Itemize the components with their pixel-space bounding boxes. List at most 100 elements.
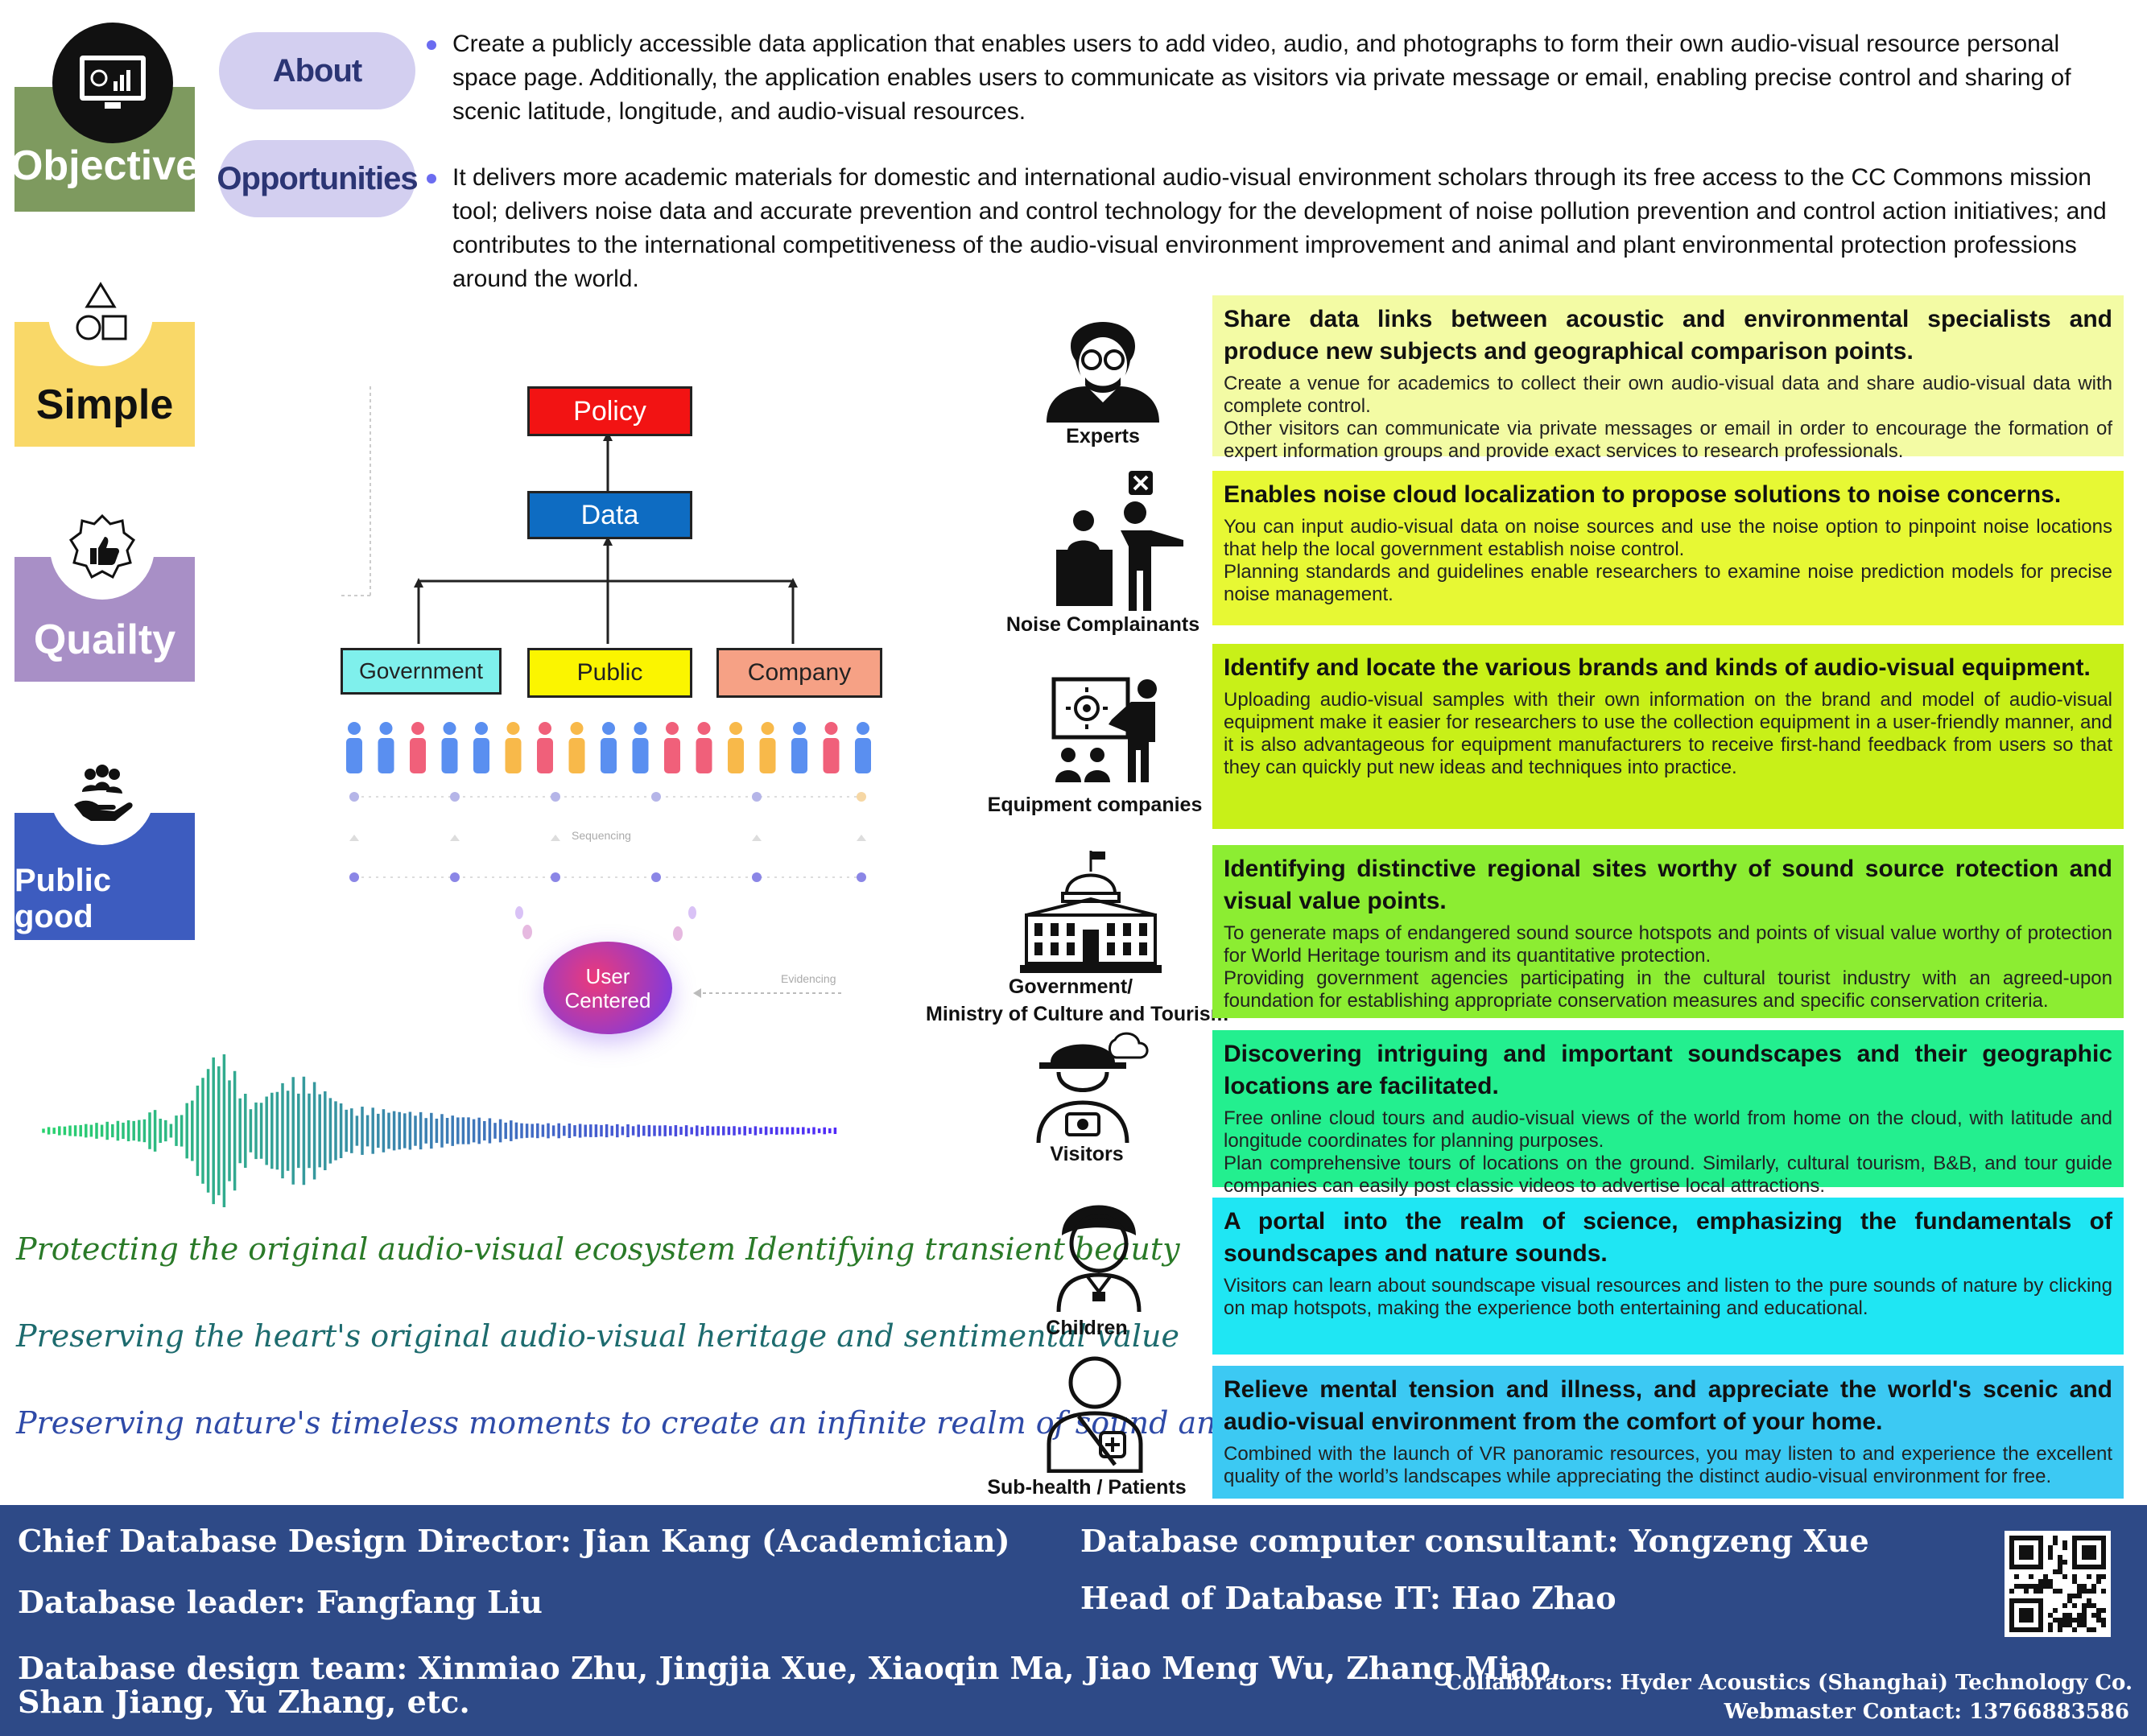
equipment-icon	[1051, 677, 1157, 782]
qr-module	[2101, 1623, 2106, 1627]
patient-label: Sub-health / Patients	[987, 1476, 1187, 1499]
qr-module	[2087, 1574, 2091, 1579]
person-icon	[378, 738, 394, 773]
equipment-label: Equipment companies	[987, 794, 1203, 816]
child-card: A portal into the realm of science, emph…	[1212, 1198, 2124, 1355]
objective-label: Objective	[10, 142, 200, 189]
qr-module	[2053, 1540, 2058, 1545]
qr-module	[2082, 1603, 2087, 1608]
qr-module	[2033, 1589, 2038, 1594]
card-body-line: To generate maps of endangered sound sou…	[1224, 922, 2112, 967]
qr-module	[2067, 1598, 2072, 1603]
qr-module	[2062, 1623, 2067, 1627]
person-icon	[824, 722, 838, 735]
person-icon	[728, 738, 744, 773]
qr-module	[2101, 1574, 2106, 1579]
person-icon	[539, 722, 551, 735]
qr-module	[2048, 1627, 2053, 1632]
card-body-line: Plan comprehensive tours of locations on…	[1224, 1153, 2112, 1197]
qr-module	[2014, 1574, 2019, 1579]
person-icon	[791, 738, 807, 773]
bullet-icon	[427, 40, 436, 50]
qr-module	[2077, 1613, 2082, 1618]
qr-module	[2019, 1545, 2033, 1560]
patient-icon	[1047, 1356, 1143, 1473]
webmaster-credit: Webmaster Contact: 13766883586	[1724, 1700, 2129, 1724]
leader-credit: Database leader: Fangfang Liu	[18, 1584, 543, 1620]
person-icon	[823, 738, 840, 773]
qr-module	[2053, 1589, 2058, 1594]
qr-module	[2077, 1584, 2082, 1589]
card-title: Discovering intriguing and important sou…	[1224, 1041, 2112, 1099]
person-icon	[601, 738, 617, 773]
community-hand-icon	[50, 740, 155, 845]
qr-module	[2062, 1574, 2067, 1579]
expert-label: Experts	[1066, 425, 1140, 447]
qr-module	[2082, 1584, 2087, 1589]
person-icon	[379, 722, 393, 735]
patient-card: Relieve mental tension and illness, and …	[1212, 1366, 2124, 1499]
card-body-line: You can input audio-visual data on noise…	[1224, 516, 2112, 560]
qr-module	[2096, 1608, 2101, 1613]
qr-module	[2053, 1608, 2058, 1613]
qr-module	[2062, 1540, 2067, 1545]
qr-module	[2058, 1565, 2062, 1569]
card-body-line: Planning standards and guidelines enable…	[1224, 561, 2112, 605]
expert-card: Share data links between acoustic and en…	[1212, 295, 2124, 462]
qr-module	[2067, 1623, 2072, 1627]
people-icons	[346, 722, 871, 773]
person-icon	[634, 722, 647, 735]
qr-module	[2058, 1560, 2062, 1565]
qr-module	[2058, 1627, 2062, 1632]
card-body: Uploading audio-visual samples with thei…	[1224, 689, 2112, 779]
qr-module	[2033, 1584, 2038, 1589]
person-icon	[793, 722, 806, 735]
qr-module	[2048, 1545, 2053, 1550]
qr-module	[2082, 1608, 2087, 1613]
card-title: Share data links between acoustic and en…	[1224, 306, 2112, 365]
card-body-line: Visitors can learn about soundscape visu…	[1224, 1275, 2112, 1319]
complainant-label: Noise Complainants	[1005, 613, 1200, 636]
soundwave-graphic	[42, 1054, 837, 1207]
government-card: Identifying distinctive regional sites w…	[1212, 845, 2124, 1018]
qr-module	[2101, 1608, 2106, 1613]
card-body: Combined with the launch of VR panoramic…	[1224, 1443, 2112, 1488]
card-body: Create a venue for academics to collect …	[1224, 373, 2112, 463]
government-label-1: Government/	[1008, 975, 1133, 998]
qr-module	[2082, 1589, 2087, 1594]
qr-module	[2072, 1618, 2077, 1623]
qr-module	[2072, 1603, 2077, 1608]
about-text: Create a publicly accessible data applic…	[452, 31, 2071, 125]
complainant-card: Enables noise cloud localization to prop…	[1212, 471, 2124, 625]
qr-module	[2062, 1603, 2067, 1608]
qr-module	[2082, 1623, 2087, 1627]
government-building-icon	[1020, 851, 1162, 973]
qr-module	[2087, 1603, 2091, 1608]
card-body-line: Providing government agencies participat…	[1224, 967, 2112, 1012]
person-icon	[443, 722, 456, 735]
qr-module	[2058, 1555, 2062, 1560]
visitor-label: Visitors	[1050, 1143, 1124, 1165]
opportunities-label: Opportunities	[217, 160, 418, 196]
evidencing-arrow	[693, 988, 841, 998]
qr-module	[2082, 1618, 2087, 1623]
qr-code[interactable]	[2005, 1531, 2111, 1637]
evidencing-label: Evidencing	[781, 972, 836, 985]
qr-module	[2029, 1584, 2033, 1589]
bullet-icon	[427, 174, 436, 183]
card-title: Enables noise cloud localization to prop…	[1224, 481, 2062, 508]
company-box: Company	[716, 648, 882, 698]
qr-module	[2077, 1594, 2082, 1598]
qr-module	[2048, 1613, 2053, 1618]
qr-module	[2058, 1618, 2062, 1623]
card-body: To generate maps of endangered sound sou…	[1224, 922, 2112, 1012]
card-body-line: Combined with the launch of VR panoramic…	[1224, 1443, 2112, 1487]
qr-module	[2043, 1584, 2048, 1589]
qr-module	[2048, 1550, 2053, 1555]
company-label: Company	[747, 659, 852, 686]
person-icon	[696, 738, 712, 773]
card-body: You can input audio-visual data on noise…	[1224, 516, 2112, 606]
team-credit-2: Shan Jiang, Yu Zhang, etc.	[18, 1684, 470, 1720]
government-label-2: Ministry of Culture and Tourism	[926, 1003, 1228, 1025]
data-label: Data	[580, 499, 639, 530]
